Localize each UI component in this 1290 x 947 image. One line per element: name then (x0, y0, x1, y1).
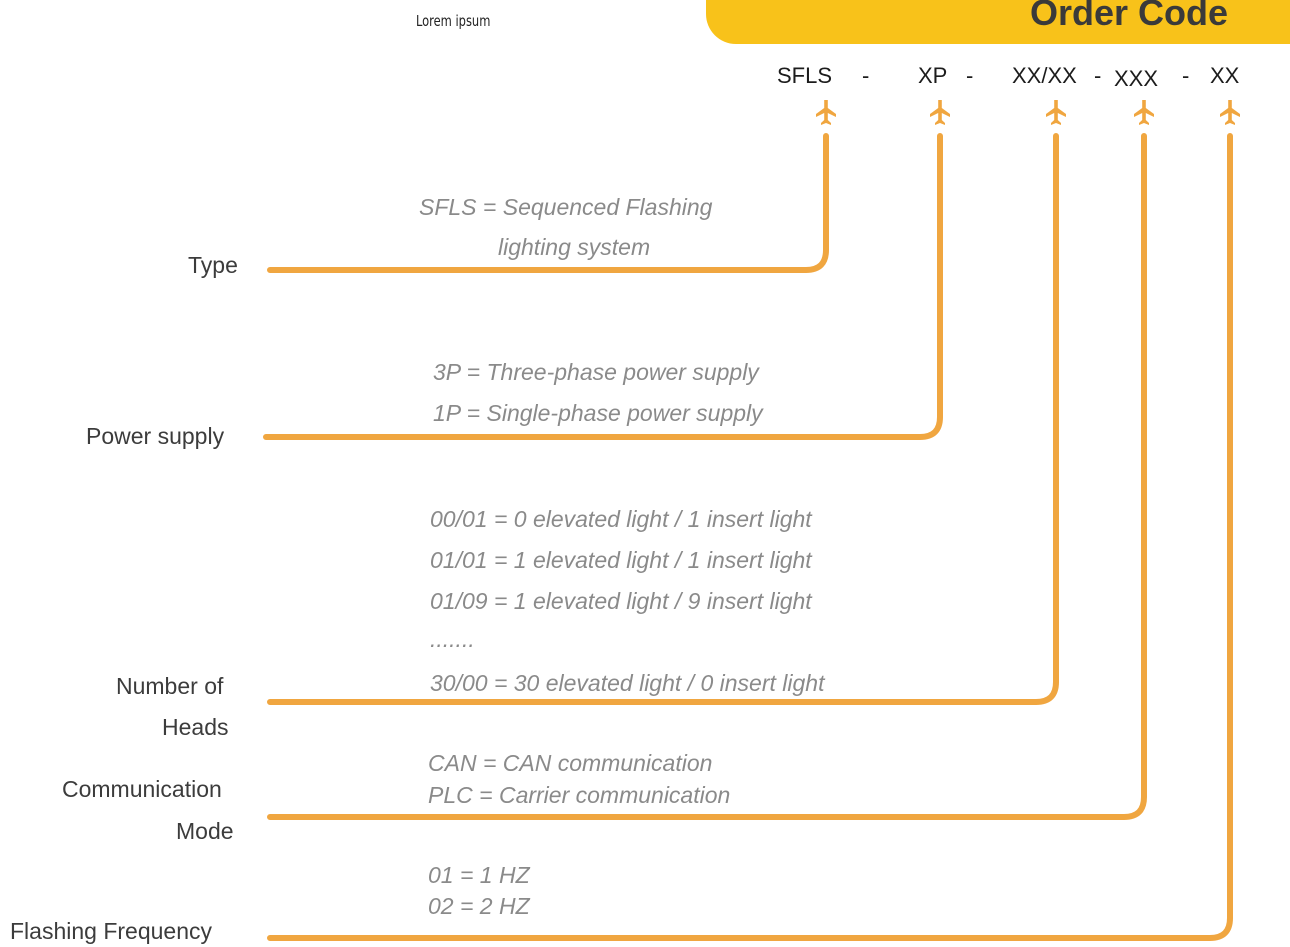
desc-type-line: SFLS = Sequenced Flashing (419, 194, 713, 220)
airplane-icon (816, 100, 836, 125)
code-separator: - (1182, 63, 1190, 88)
code-segment-heads: XX/XX (1012, 63, 1077, 88)
label-number-of-heads: Heads (162, 714, 229, 740)
airplane-icon (1220, 100, 1240, 125)
desc-heads-line: 00/01 = 0 elevated light / 1 insert ligh… (430, 506, 812, 532)
code-segment-comm: XXX (1114, 66, 1159, 91)
desc-frequency-line: 02 = 2 HZ (428, 893, 530, 919)
code-segment-type: SFLS (777, 63, 833, 88)
connector-heads (267, 133, 1059, 705)
airplane-icons (816, 100, 1240, 125)
label-communication-mode: Communication (62, 776, 222, 802)
label-flashing-frequency: Flashing Frequency (10, 918, 212, 944)
connector-power (263, 133, 943, 440)
header-tab (706, 0, 1290, 44)
desc-heads-line: ....... (430, 626, 475, 652)
code-separator: - (862, 63, 870, 88)
code-segment-power: XP (918, 63, 948, 88)
airplane-icon (1134, 100, 1154, 125)
connector-frequency (267, 133, 1233, 941)
code-separator: - (1094, 63, 1102, 88)
label-type: Type (188, 252, 238, 278)
desc-heads-line: 30/00 = 30 elevated light / 0 insert lig… (430, 670, 825, 696)
desc-heads-line: 01/01 = 1 elevated light / 1 insert ligh… (430, 547, 812, 573)
header-subtitle: Lorem ipsum (416, 12, 491, 30)
label-power-supply: Power supply (86, 423, 225, 449)
desc-power-line: 1P = Single-phase power supply (433, 400, 763, 426)
code-separator: - (966, 63, 974, 88)
label-number-of-heads: Number of (116, 673, 224, 699)
airplane-icon (1046, 100, 1066, 125)
connector-comm (267, 133, 1147, 820)
desc-power-line: 3P = Three-phase power supply (433, 359, 759, 385)
desc-heads-line: 01/09 = 1 elevated light / 9 insert ligh… (430, 588, 812, 614)
desc-type-line: lighting system (498, 234, 651, 260)
desc-comm-line: CAN = CAN communication (428, 750, 713, 776)
code-segment-frequency: XX (1210, 63, 1240, 88)
desc-frequency-line: 01 = 1 HZ (428, 862, 530, 888)
desc-comm-line: PLC = Carrier communication (428, 782, 731, 808)
airplane-icon (930, 100, 950, 125)
page-title: Order Code (1030, 0, 1229, 33)
label-communication-mode: Mode (176, 818, 234, 844)
connector-type (267, 133, 829, 273)
